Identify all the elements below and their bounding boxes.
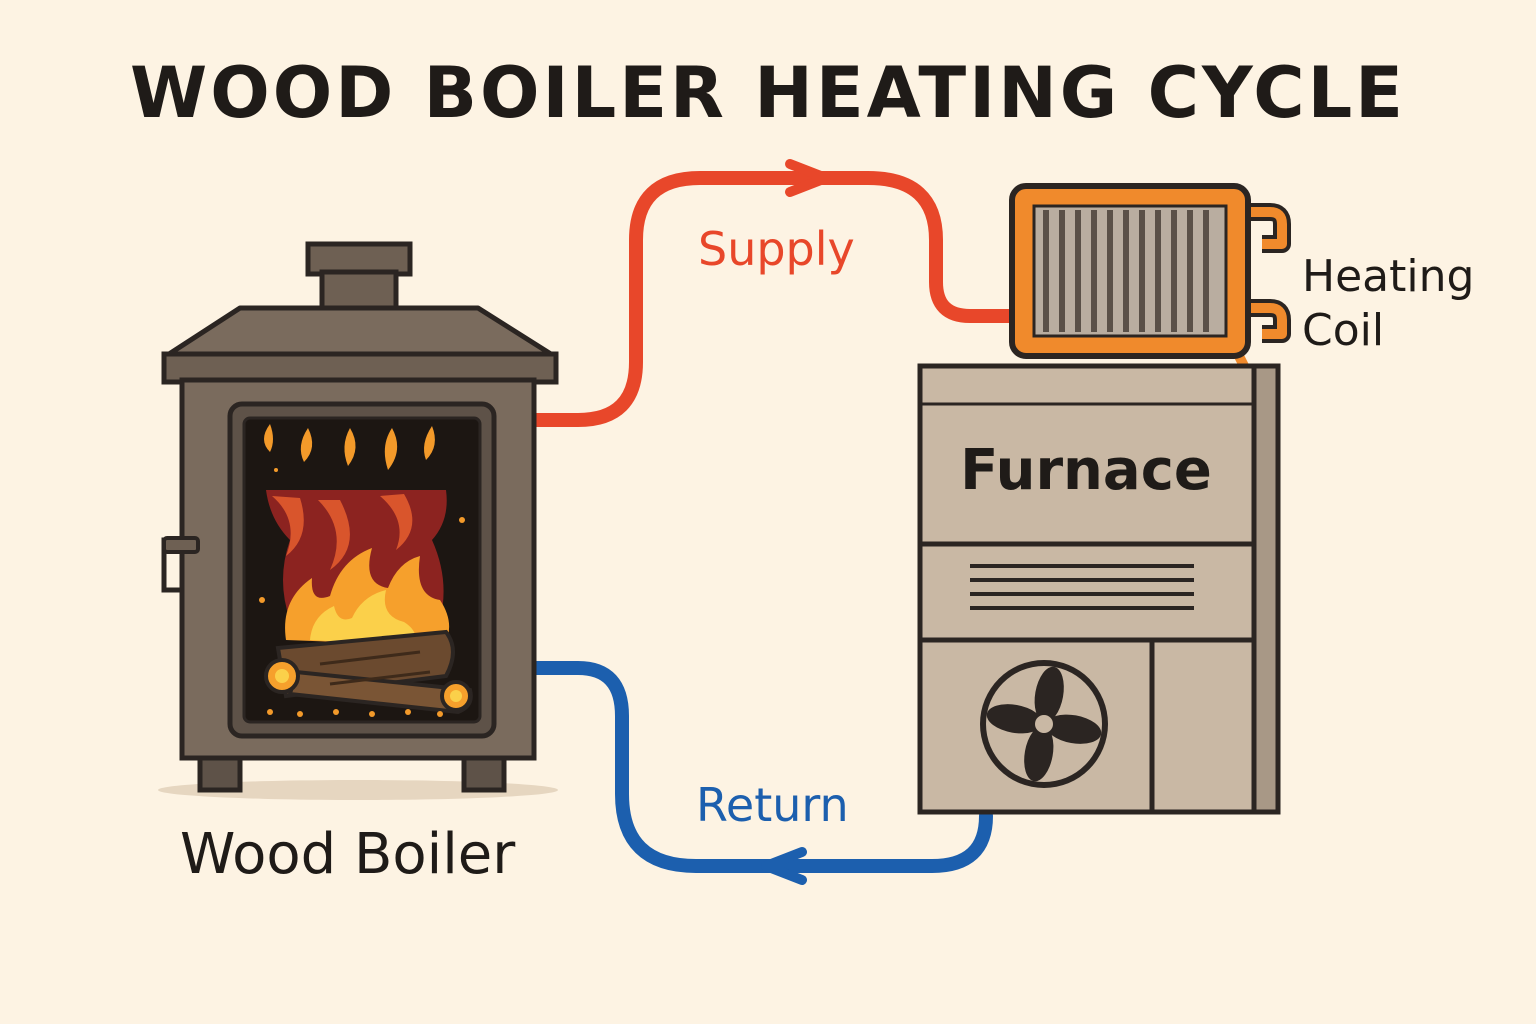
furnace — [917, 363, 1281, 815]
furnace-label: Furnace — [960, 438, 1212, 503]
heating-coil-label: Heating Coil — [1302, 250, 1474, 358]
heating-coil — [1009, 183, 1291, 371]
furnace-vent-icon — [970, 564, 1194, 610]
boiler-roof — [163, 305, 557, 359]
heating-coil-label-line1: Heating — [1302, 251, 1475, 302]
boiler-fire-front-core — [310, 590, 416, 646]
return-pipe — [521, 661, 993, 885]
coil-fins-bg — [1032, 204, 1228, 338]
supply-label: Supply — [698, 222, 855, 276]
boiler-fire-lick-2 — [318, 500, 350, 570]
diagram-title: WOOD BOILER HEATING CYCLE — [129, 52, 1406, 134]
boiler-top-flames — [264, 424, 435, 470]
boiler-fire-lick-3 — [380, 494, 413, 550]
heating-coil-label-line2: Coil — [1302, 305, 1385, 356]
wood-boiler — [158, 241, 559, 800]
boiler-floor-shadow — [158, 780, 558, 800]
supply-arrow-icon — [785, 159, 831, 197]
boiler-chimney — [319, 269, 399, 315]
boiler-logs — [264, 629, 473, 715]
return-arrow-icon — [761, 847, 807, 885]
boiler-embers — [259, 468, 465, 717]
fan-icon — [980, 660, 1108, 788]
coil-fins — [1043, 210, 1209, 332]
return-label: Return — [696, 778, 849, 832]
boiler-fire-lick-1 — [272, 496, 304, 556]
wood-boiler-label: Wood Boiler — [180, 822, 516, 887]
